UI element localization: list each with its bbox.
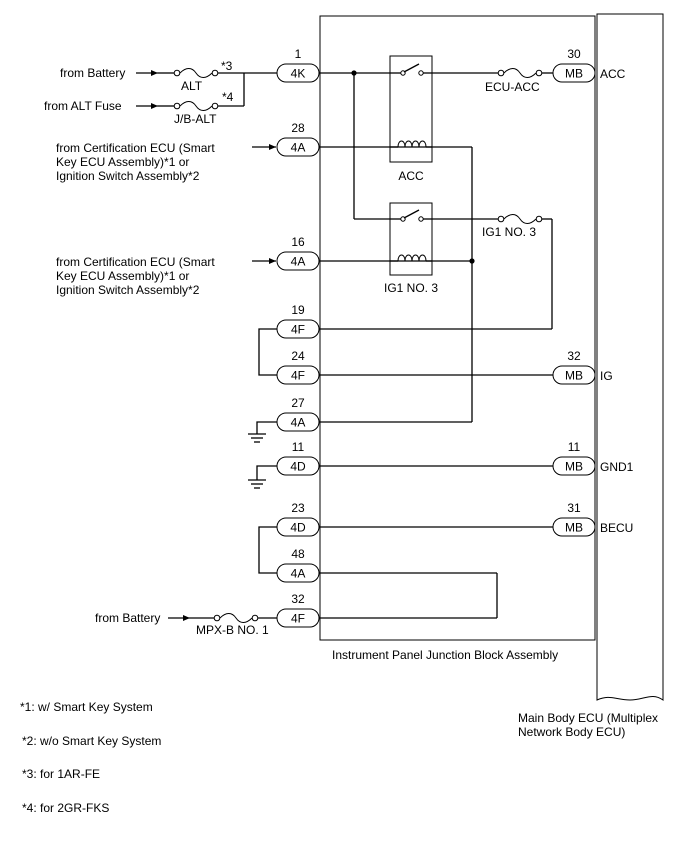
svg-text:4D: 4D [290, 521, 306, 535]
svg-text:11: 11 [568, 440, 581, 454]
svg-text:MB: MB [565, 369, 583, 383]
connector-4f-19: 4F 19 [276, 303, 320, 339]
ground-icon [248, 421, 277, 443]
ig1-relay [389, 202, 433, 276]
connector-4a-27: 4A 27 [276, 396, 320, 432]
source-cert-ecu-label: from Certification ECU (Smart [56, 255, 215, 269]
footnote: *4: for 2GR-FKS [22, 801, 109, 815]
ecu-pin-acc: MB 30 ACC [552, 47, 626, 83]
source-cert-ecu-label: from Certification ECU (Smart [56, 141, 215, 155]
relay-acc-label: ACC [398, 169, 424, 183]
source-alt-fuse-label: from ALT Fuse [44, 99, 122, 113]
source-cert-ecu-label: Ignition Switch Assembly*2 [56, 283, 200, 297]
alt-fuse-feed [136, 73, 245, 111]
footnote: *3: for 1AR-FE [22, 767, 100, 781]
svg-text:GND1: GND1 [600, 460, 634, 474]
svg-text:IG: IG [600, 369, 613, 383]
ecu-pin-gnd1: MB 11 GND1 [552, 440, 634, 476]
svg-text:28: 28 [291, 121, 305, 135]
fuse-ecu-acc-label: ECU-ACC [485, 80, 540, 94]
svg-text:27: 27 [291, 396, 305, 410]
svg-text:ACC: ACC [600, 67, 626, 81]
svg-text:MB: MB [565, 460, 583, 474]
svg-text:MB: MB [565, 521, 583, 535]
footnote: *2: w/o Smart Key System [22, 734, 161, 748]
svg-text:31: 31 [567, 501, 581, 515]
main-ecu-label: Network Body ECU) [518, 725, 625, 739]
connector-4d-11: 4D 11 [276, 440, 320, 476]
svg-text:4A: 4A [291, 255, 306, 269]
connector-4a-16: 4A 16 [276, 235, 320, 271]
fuse-jb-alt-label: J/B-ALT [174, 112, 217, 126]
svg-text:24: 24 [291, 349, 305, 363]
svg-text:1: 1 [295, 47, 302, 61]
connector-4f-24: 4F 24 [276, 349, 320, 385]
source-battery-label: from Battery [60, 66, 125, 80]
main-body-ecu-outline [596, 13, 664, 701]
main-ecu-label: Main Body ECU (Multiplex [518, 711, 658, 725]
svg-text:4A: 4A [291, 567, 306, 581]
footnote: *1: w/ Smart Key System [20, 700, 153, 714]
svg-text:30: 30 [567, 47, 581, 61]
fuse-ig1-no3-label: IG1 NO. 3 [482, 225, 536, 239]
svg-text:4F: 4F [291, 369, 305, 383]
source-battery-label: from Battery [95, 611, 160, 625]
fuse-mpx-b-label: MPX-B NO. 1 [196, 623, 269, 637]
svg-text:4A: 4A [291, 416, 306, 430]
svg-text:4A: 4A [291, 141, 306, 155]
svg-text:4F: 4F [291, 612, 305, 626]
source-cert-ecu-label: Ignition Switch Assembly*2 [56, 169, 200, 183]
junction-block-label: Instrument Panel Junction Block Assembly [332, 648, 558, 662]
svg-text:MB: MB [565, 67, 583, 81]
battery-feed-1 [136, 68, 277, 78]
external-jumpers [258, 328, 277, 574]
relay-ig1-label: IG1 NO. 3 [384, 281, 438, 295]
connector-4d-23: 4D 23 [276, 501, 320, 537]
svg-text:19: 19 [291, 303, 305, 317]
svg-text:11: 11 [292, 440, 305, 454]
svg-text:4D: 4D [290, 460, 306, 474]
ground-icon [248, 465, 277, 489]
connector-4a-48: 4A 48 [276, 547, 320, 583]
internal-wiring [319, 68, 553, 619]
svg-text:16: 16 [291, 235, 305, 249]
fuse-alt-label: ALT [181, 79, 203, 93]
svg-text:48: 48 [291, 547, 305, 561]
connector-4f-32: 4F 32 [276, 592, 320, 628]
acc-relay [389, 55, 433, 163]
source-cert-ecu-label: Key ECU Assembly)*1 or [56, 155, 189, 169]
connector-4a-28: 4A 28 [276, 121, 320, 157]
fuse-jb-alt-note: *4 [222, 90, 234, 104]
svg-text:23: 23 [291, 501, 305, 515]
svg-text:4K: 4K [291, 67, 306, 81]
svg-text:BECU: BECU [600, 521, 633, 535]
ecu-pin-ig: MB 32 IG [552, 349, 613, 385]
connector-4k-1: 4K 1 [276, 47, 320, 83]
fuse-alt-note: *3 [221, 59, 233, 73]
source-cert-ecu-label: Key ECU Assembly)*1 or [56, 269, 189, 283]
svg-text:32: 32 [567, 349, 581, 363]
battery-feed-2 [168, 613, 277, 623]
junction-block-outline [319, 15, 596, 641]
svg-text:32: 32 [291, 592, 305, 606]
svg-text:4F: 4F [291, 323, 305, 337]
ecu-pin-becu: MB 31 BECU [552, 501, 633, 537]
